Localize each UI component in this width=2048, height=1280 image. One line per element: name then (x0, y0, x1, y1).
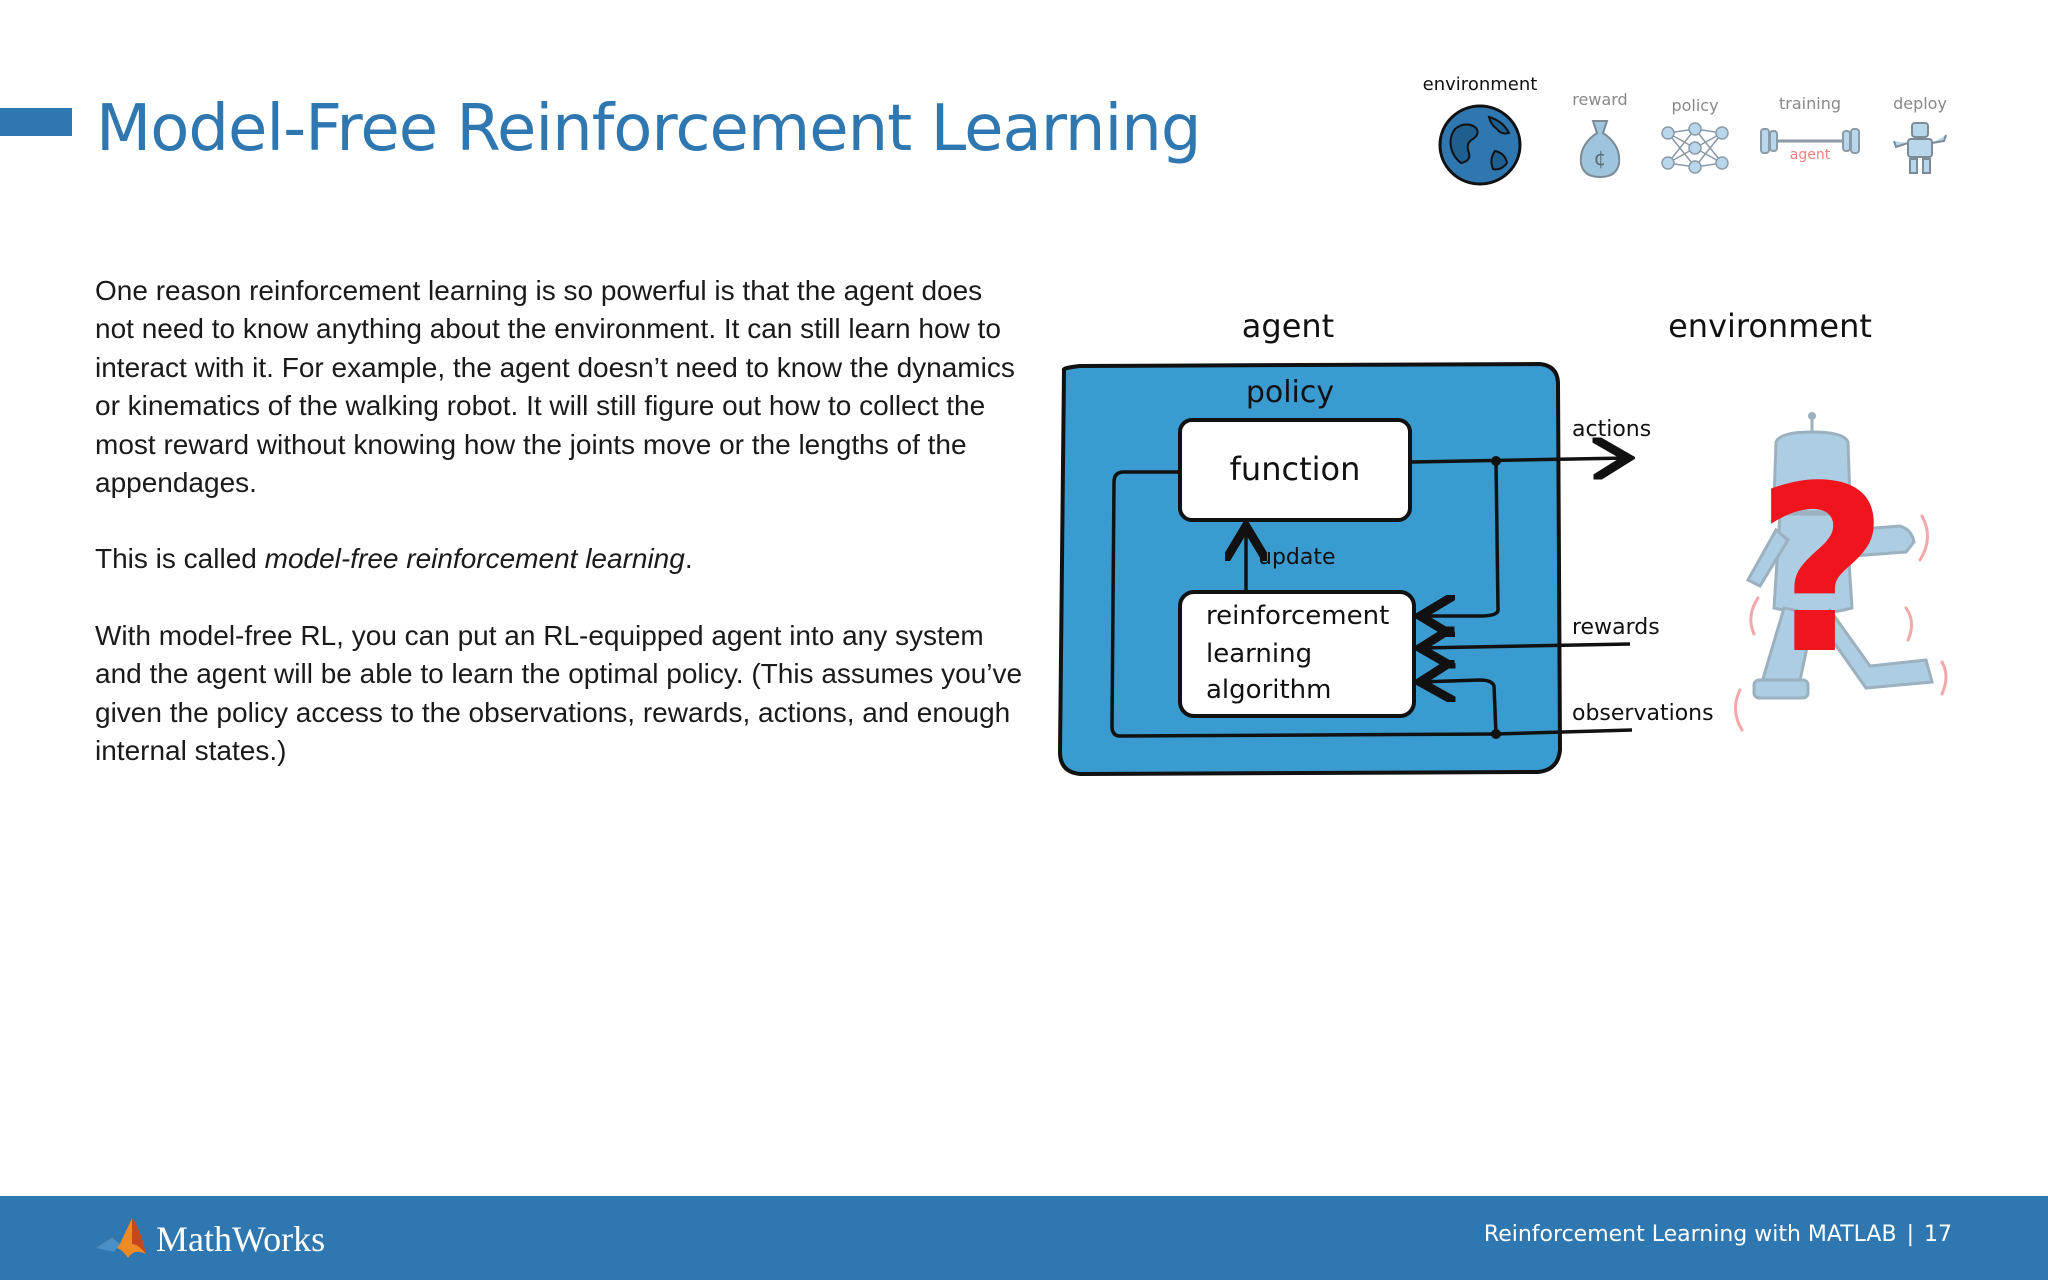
body-text: One reason reinforcement learning is so … (95, 272, 1025, 808)
algorithm-line-3: algorithm (1206, 675, 1331, 705)
paragraph-model-free: With model-free RL, you can put an RL-eq… (95, 619, 1023, 767)
money-bag-icon: ¢ (1579, 120, 1621, 179)
diagram-canvas: agent environment policy function reinfo… (1057, 307, 1948, 777)
agent-environment-diagram: agent environment policy function reinfo… (1040, 290, 1990, 790)
membrane-logo-icon (96, 1218, 146, 1258)
environment-label: environment (1668, 307, 1872, 345)
step-label: deploy (1893, 94, 1947, 113)
walking-robot-illustration (1745, 412, 1934, 700)
agent-label: agent (1242, 307, 1334, 345)
barbell-icon: agent (1760, 128, 1860, 163)
step-environment: environment (1410, 74, 1550, 189)
step-reward: reward ¢ (1560, 90, 1640, 181)
neural-network-icon (1661, 122, 1729, 174)
footer-bar: MathWorks Reinforcement Learning with MA… (0, 1196, 2048, 1280)
step-label: reward (1572, 90, 1628, 109)
globe-icon (1438, 104, 1522, 186)
definition-term: model-free reinforcement learning (264, 543, 685, 575)
deck-title: Reinforcement Learning with MATLAB (1483, 1222, 1897, 1247)
rewards-label: rewards (1572, 615, 1660, 640)
observations-to-algorithm-arrow (1420, 680, 1498, 735)
action-feedback-arrow (1420, 460, 1500, 616)
mathworks-logo: MathWorks (94, 1214, 325, 1264)
paragraph-intro: One reason reinforcement learning is so … (95, 275, 1015, 499)
observations-label: observations (1572, 701, 1714, 726)
step-training: training agent (1750, 94, 1870, 169)
algorithm-line-2: learning (1206, 639, 1312, 669)
barbell-agent-text: agent (1790, 147, 1831, 163)
rewards-arrow (1420, 644, 1631, 648)
robot-icon (1893, 122, 1947, 174)
update-label: update (1258, 545, 1336, 570)
title-accent-bar (0, 108, 72, 136)
step-policy: policy (1650, 96, 1740, 175)
motion-arrows (1734, 514, 1948, 732)
page-number: 17 (1924, 1222, 1952, 1247)
step-label: policy (1671, 96, 1719, 115)
brand-name: MathWorks (156, 1219, 326, 1259)
definition-prefix: This is called (95, 543, 265, 575)
step-label: training (1779, 94, 1841, 113)
unknown-dynamics-question-mark: ? (1755, 438, 1888, 705)
actions-arrow (1411, 458, 1628, 462)
svg-text:¢: ¢ (1594, 146, 1607, 170)
footer-separator: | (1906, 1222, 1914, 1247)
policy-label: policy (1246, 375, 1334, 410)
footer-deck-info: Reinforcement Learning with MATLAB | 17 (1484, 1222, 1952, 1247)
step-deploy: deploy (1880, 94, 1960, 175)
workflow-progress-strip: environment reward ¢ policy (1410, 66, 1970, 206)
actions-label: actions (1572, 417, 1651, 442)
state-loop-line (1110, 470, 1497, 738)
observations-line (1495, 728, 1633, 736)
slide-title: Model-Free Reinforcement Learning (96, 92, 1201, 166)
function-box (1178, 418, 1412, 522)
definition-suffix: . (684, 543, 693, 575)
paragraph-definition: This is called model-free reinforcement … (95, 540, 1025, 578)
function-label: function (1230, 450, 1361, 488)
algorithm-line-1: reinforcement (1206, 601, 1389, 631)
step-label: environment (1422, 74, 1538, 95)
